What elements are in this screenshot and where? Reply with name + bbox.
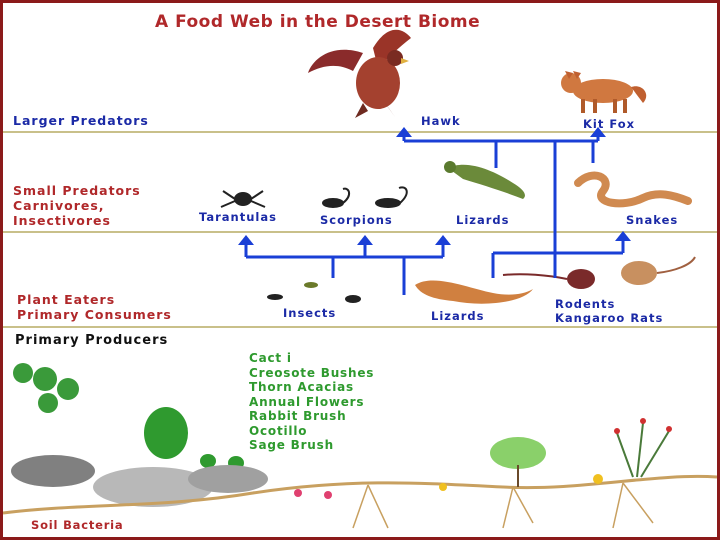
producer-item: Ocotillo (249, 423, 308, 438)
band-line-top (3, 131, 717, 133)
producer-item: Sage Brush (249, 438, 334, 452)
level-primary-producers: Primary Producers (15, 333, 169, 348)
producer-item: Creosote Bushes (249, 365, 375, 380)
level-small-predators-line1: Small Predators (13, 183, 141, 198)
level-small-predators-line3: Insectivores (13, 213, 111, 228)
producer-item: Cact i (249, 351, 292, 365)
band-line-middle (3, 231, 717, 233)
scorpions-illustration (322, 186, 408, 208)
level-small-predators: Small Predators Carnivores, Insectivores (13, 183, 141, 228)
creosote-bush-illustration (490, 437, 546, 487)
food-web-illustration (3, 29, 717, 529)
producer-item: Annual Flowers (249, 394, 365, 409)
kit-fox-illustration (561, 71, 647, 113)
producer-list: Cact i Creosote Bushes Thorn Acacias Ann… (249, 351, 374, 453)
producer-item: Rabbit Brush (249, 409, 347, 423)
ground-soil-line (3, 474, 717, 515)
food-web-arrows (244, 135, 625, 295)
rodents-illustration (502, 256, 696, 289)
label-rodents: Rodents Kangaroo Rats (555, 297, 663, 325)
tarantula-illustration (220, 190, 266, 208)
hawk-illustration (308, 29, 411, 118)
label-rodents-line2: Kangaroo Rats (555, 311, 664, 325)
barrel-cactus-illustration (144, 407, 244, 470)
ocotillo-illustration (614, 418, 672, 478)
label-lizards-lower: Lizards (431, 309, 485, 323)
page-title: A Food Web in the Desert Biome (155, 12, 481, 32)
insects-illustration (267, 282, 361, 303)
rocks-illustration (11, 455, 268, 507)
lizard-lower-illustration (415, 280, 533, 304)
arrowheads (238, 127, 631, 245)
label-lizards-upper: Lizards (456, 213, 510, 227)
lizard-upper-illustration (444, 161, 525, 199)
label-tarantulas: Tarantulas (199, 210, 277, 224)
label-rodents-line1: Rodents (555, 297, 616, 311)
band-line-bottom (3, 326, 717, 328)
level-larger-predators: Larger Predators (13, 113, 149, 128)
roots-illustration (352, 482, 654, 529)
soil-bacteria-label: Soil Bacteria (31, 518, 124, 532)
snake-illustration (574, 171, 692, 208)
label-scorpions: Scorpions (320, 213, 393, 227)
producer-item: Thorn Acacias (249, 380, 354, 394)
label-snakes: Snakes (626, 213, 679, 227)
level-plant-eaters-line1: Plant Eaters (17, 292, 116, 307)
level-plant-eaters-line2: Primary Consumers (17, 307, 172, 322)
label-kit-fox: Kit Fox (583, 117, 636, 131)
annual-flowers-illustration (294, 474, 603, 499)
label-hawk: Hawk (421, 114, 461, 128)
cactus-cluster-illustration (13, 363, 79, 413)
level-plant-eaters: Plant Eaters Primary Consumers (17, 292, 172, 322)
level-small-predators-line2: Carnivores, (13, 198, 105, 213)
label-insects: Insects (283, 306, 337, 320)
